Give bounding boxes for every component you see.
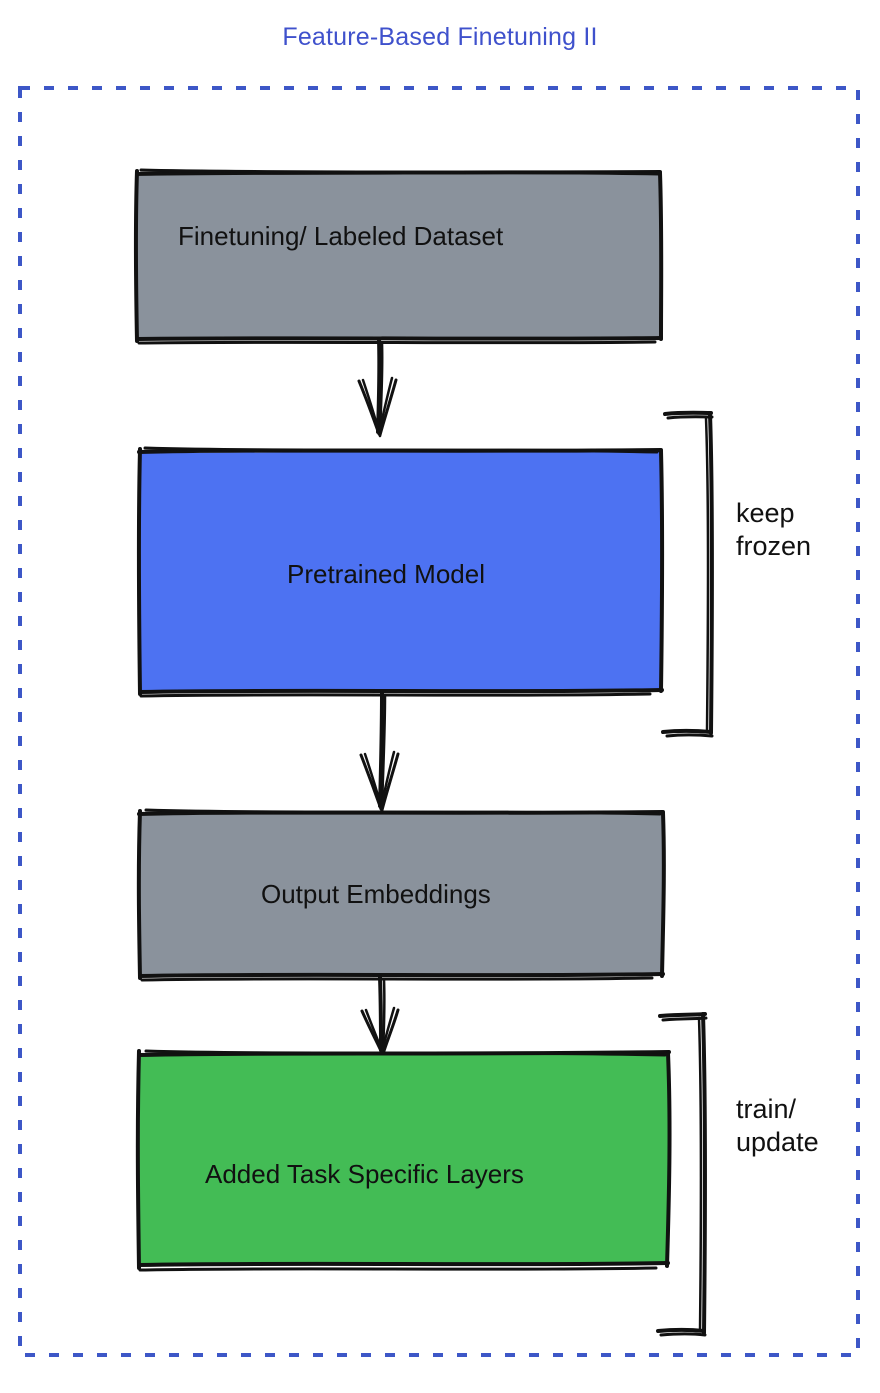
arrow-dataset-to-pretrained bbox=[357, 338, 398, 438]
node-dataset-outline-d bbox=[136, 336, 663, 341]
node-pretrained-outline-c bbox=[659, 449, 665, 693]
node-pretrained[interactable] bbox=[136, 446, 665, 698]
node-dataset-outline-b bbox=[139, 168, 661, 176]
node-embeddings-outline-b bbox=[144, 808, 662, 816]
node-pretrained-fill bbox=[140, 451, 662, 692]
node-task-layers[interactable] bbox=[135, 1049, 672, 1272]
node-task-layers-fill bbox=[139, 1052, 670, 1266]
page-title: Feature-Based Finetuning II bbox=[282, 23, 598, 51]
node-dataset[interactable] bbox=[133, 168, 664, 345]
node-task-layers-outline-d bbox=[137, 1261, 670, 1267]
node-dataset-outline-c bbox=[658, 171, 664, 341]
node-pretrained-outline-d bbox=[138, 688, 664, 694]
dashed-container-frame bbox=[18, 86, 860, 1357]
node-embeddings-outline-c bbox=[660, 811, 666, 978]
node-embeddings-outline-e bbox=[140, 976, 654, 982]
node-pretrained-outline-b bbox=[143, 446, 659, 454]
node-embeddings-fill bbox=[140, 812, 664, 976]
node-dataset-outline-e bbox=[137, 340, 657, 345]
arrow-pretrained-to-embeddings bbox=[359, 691, 400, 812]
node-embeddings-outline-f bbox=[136, 809, 142, 980]
node-task-layers-outline-f bbox=[135, 1049, 141, 1270]
node-pretrained-outline-e bbox=[139, 692, 652, 698]
node-dataset-fill bbox=[136, 172, 662, 339]
bracket-keep-frozen bbox=[661, 410, 714, 738]
node-embeddings[interactable] bbox=[136, 808, 666, 982]
node-task-layers-outline-e bbox=[138, 1266, 658, 1272]
bracket-label-train-update: train/ update bbox=[736, 1094, 819, 1157]
node-dataset-outline-f bbox=[133, 169, 139, 343]
node-pretrained-outline-f bbox=[136, 447, 142, 696]
node-task-layers-outline-b bbox=[144, 1049, 667, 1057]
node-embeddings-outline-d bbox=[138, 972, 665, 978]
bracket-train-update bbox=[656, 1012, 708, 1337]
node-task-layers-outline-c bbox=[665, 1051, 672, 1268]
arrow-embeddings-to-task-layers bbox=[360, 975, 400, 1056]
bracket-label-keep-frozen: keep frozen bbox=[736, 498, 812, 561]
